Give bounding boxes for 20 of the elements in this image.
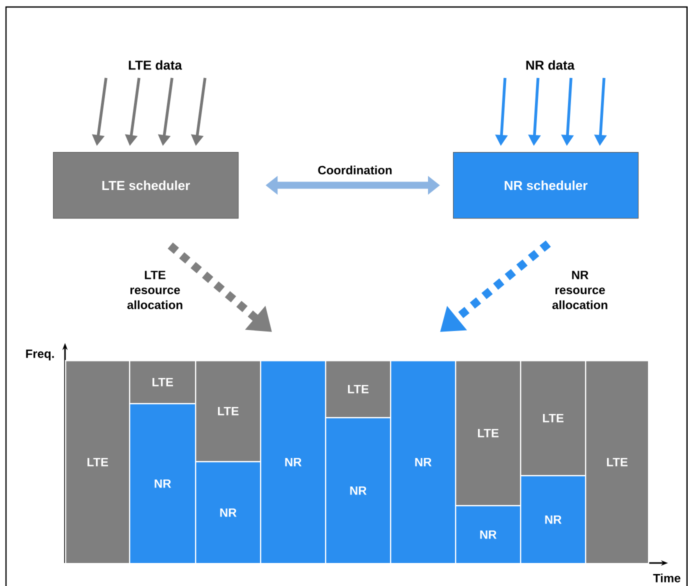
resource-block: NR <box>260 360 326 564</box>
axis-label: Time <box>653 574 680 582</box>
resource-block: LTE <box>325 360 392 418</box>
scheduler-box: LTE scheduler <box>53 152 239 219</box>
data-label: LTE data <box>128 60 182 70</box>
resource-block: LTE <box>520 360 586 476</box>
scheduler-box: NR scheduler <box>453 152 639 219</box>
edge-label: Coordination <box>316 164 394 176</box>
axis-label: Freq. <box>26 350 54 360</box>
resource-block: NR <box>195 460 262 564</box>
resource-block: LTE <box>455 360 522 506</box>
resource-block: NR <box>455 504 522 564</box>
data-label: NR data <box>526 60 575 70</box>
resource-block: NR <box>129 403 196 564</box>
edge-label: LTE resource allocation <box>127 270 182 310</box>
resource-block: NR <box>520 475 586 564</box>
resource-block: LTE <box>129 360 196 404</box>
resource-block: NR <box>325 417 392 564</box>
resource-block: LTE <box>585 360 650 564</box>
edge-label: NR resource allocation <box>552 270 608 310</box>
